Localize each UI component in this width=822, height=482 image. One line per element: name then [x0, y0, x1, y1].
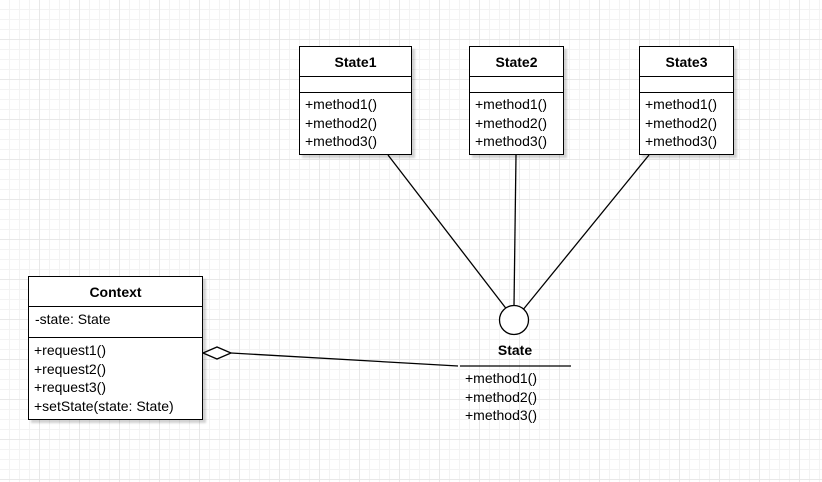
operation: +method1() [475, 96, 547, 112]
context-aggregation-line[interactable] [230, 352, 459, 367]
operation: +request2() [34, 360, 106, 377]
attributes-compartment: -state: State [29, 307, 202, 338]
operations-compartment: +method1() +method2() +method3() [470, 93, 563, 151]
attribute: -state: State [35, 311, 111, 327]
state2-realization-line[interactable] [513, 154, 517, 307]
class-state1[interactable]: State1 +method1() +method2() +method3() [299, 46, 412, 155]
attributes-compartment [470, 77, 563, 93]
operation: +method1() [305, 96, 377, 112]
operation: +setState(state: State) [34, 397, 174, 414]
operations-compartment: +request1() +request2() +request3() +set… [29, 338, 202, 415]
class-state3[interactable]: State3 +method1() +method2() +method3() [639, 46, 734, 155]
class-name: State3 [640, 47, 733, 77]
state-interface-operations: +method1() +method2() +method3() [465, 369, 537, 425]
operation: +method3() [475, 133, 547, 149]
operation: +method1() [465, 370, 537, 386]
state1-realization-line[interactable] [387, 154, 509, 312]
class-state2[interactable]: State2 +method1() +method2() +method3() [469, 46, 564, 155]
operation: +request1() [34, 342, 106, 358]
state-interface-name[interactable]: State [497, 342, 533, 358]
attributes-compartment [300, 77, 411, 93]
operation: +method3() [305, 133, 377, 149]
operations-compartment: +method1() +method2() +method3() [300, 93, 411, 151]
operation: +request3() [34, 379, 106, 395]
operation: +method2() [475, 114, 547, 131]
class-name: State1 [300, 47, 411, 77]
operation: +method2() [305, 114, 377, 131]
class-context[interactable]: Context -state: State +request1() +reque… [28, 276, 203, 420]
operation: +method3() [465, 407, 537, 423]
operation: +method2() [645, 114, 717, 131]
operation: +method1() [645, 96, 717, 112]
state3-realization-line[interactable] [521, 154, 650, 312]
operations-compartment: +method1() +method2() +method3() [640, 93, 733, 151]
state-interface-lollipop[interactable] [498, 304, 530, 336]
class-name: Context [29, 277, 202, 307]
operation: +method3() [645, 133, 717, 149]
aggregation-diamond-icon [201, 346, 233, 360]
attributes-compartment [640, 77, 733, 93]
operation: +method2() [465, 388, 537, 405]
class-name: State2 [470, 47, 563, 77]
